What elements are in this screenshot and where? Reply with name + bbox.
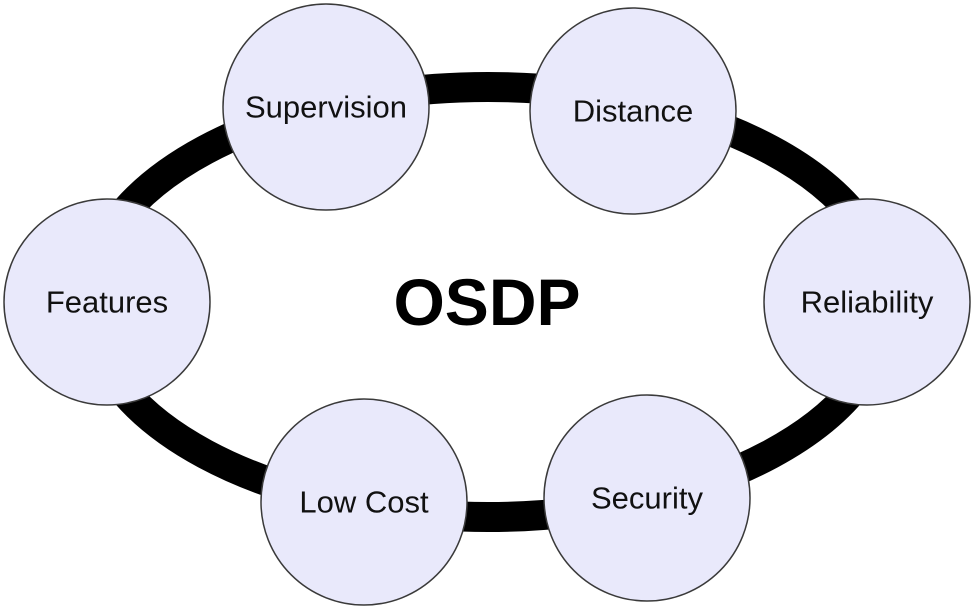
node-features: Features [3,198,211,406]
node-security: Security [543,394,751,602]
node-label: Distance [573,94,694,129]
node-distance: Distance [529,7,737,215]
node-label: Low Cost [299,485,429,520]
node-label: Reliability [801,285,934,320]
node-label: Supervision [245,90,407,125]
node-label: Security [591,481,703,516]
node-supervision: Supervision [222,3,430,211]
node-label: Features [46,285,168,320]
center-title: OSDP [393,265,580,339]
node-low-cost: Low Cost [260,398,468,606]
node-reliability: Reliability [763,198,971,406]
